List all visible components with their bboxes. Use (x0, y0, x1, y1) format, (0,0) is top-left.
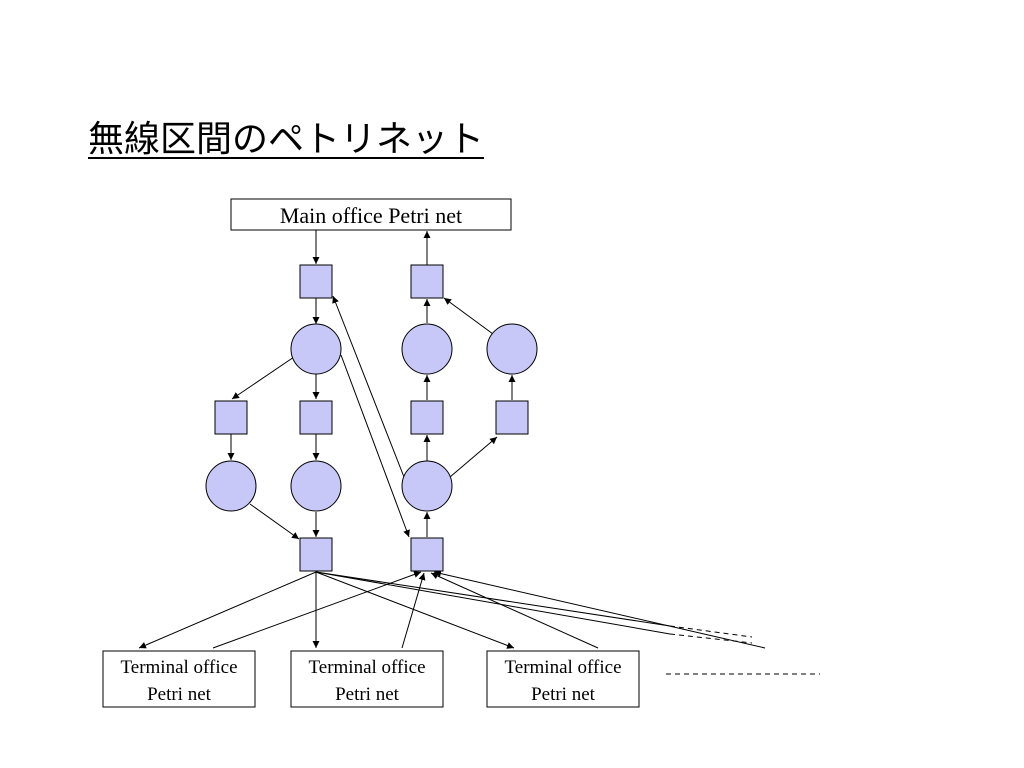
arc-term2-to-t6 (401, 572, 426, 649)
place-circle (401, 460, 453, 512)
arc-p5-to-t2 (443, 297, 494, 335)
terminal-office-box-3: Terminal office Petri net (486, 650, 640, 708)
place-circle (290, 323, 342, 375)
arc-t5-to-more-a (315, 571, 671, 627)
transition-square (410, 264, 444, 299)
arc-more-to-t6 (433, 570, 766, 649)
arcs (138, 230, 766, 649)
transition-square (410, 400, 444, 435)
continuation-dashes (666, 625, 820, 675)
terminal-office-3-line1: Terminal office (504, 657, 621, 678)
transition-square (410, 537, 444, 572)
terminal-office-box-2: Terminal office Petri net (290, 650, 444, 708)
arc-p2-to-t5 (249, 503, 300, 540)
transition-square (299, 264, 333, 299)
transition-square (299, 537, 333, 572)
terminal-office-2-line2: Petri net (335, 684, 400, 705)
arc-t5-to-term1 (138, 571, 317, 649)
arc-p6-to-t8 (449, 436, 498, 478)
place-circle (486, 323, 538, 375)
slide-title: 無線区間のペトリネット (88, 119, 485, 160)
place-circle (205, 460, 257, 512)
main-office-box: Main office Petri net (230, 198, 512, 231)
arc-t5-to-term3 (315, 571, 515, 649)
arc-p1-to-t6 (340, 354, 410, 538)
arc-t5-to-more-b (315, 571, 671, 635)
terminal-office-1-line1: Terminal office (120, 657, 237, 678)
transition-square (299, 400, 333, 435)
terminal-office-3-line2: Petri net (531, 684, 596, 705)
arc-p6-to-t1 (332, 295, 405, 478)
terminal-office-box-1: Terminal office Petri net (102, 650, 256, 708)
arc-p1-to-t3 (231, 356, 295, 400)
place-circle (401, 323, 453, 375)
transition-square (214, 400, 248, 435)
arc-term3-to-t6 (430, 572, 599, 649)
place-circle (290, 460, 342, 512)
main-office-label: Main office Petri net (280, 203, 462, 228)
terminal-office-2-line1: Terminal office (308, 657, 425, 678)
arc-term1-to-t6 (212, 571, 422, 649)
transition-square (495, 400, 529, 435)
terminal-office-1-line2: Petri net (147, 684, 212, 705)
